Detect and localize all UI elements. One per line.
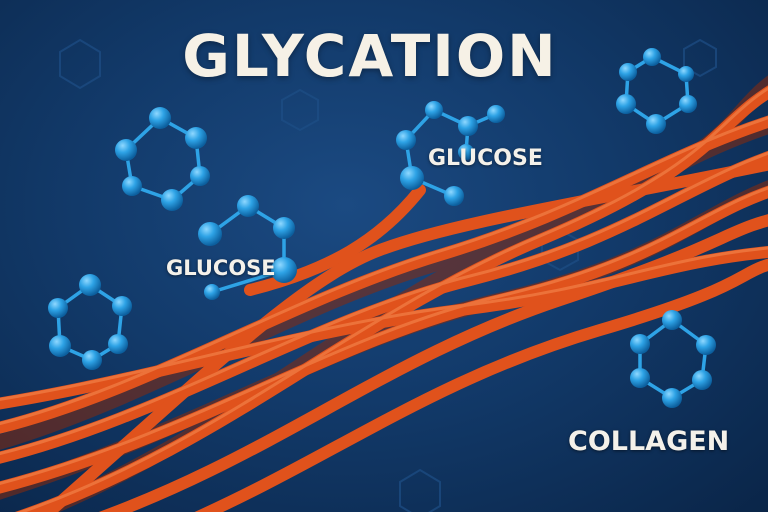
glucose-label-right: GLUCOSE bbox=[428, 146, 543, 171]
fiber-strand bbox=[194, 258, 768, 512]
atom bbox=[161, 189, 183, 211]
fiber-strand bbox=[98, 214, 768, 512]
atom bbox=[487, 105, 505, 123]
atom bbox=[82, 350, 102, 370]
fiber-strand bbox=[14, 85, 768, 512]
atom bbox=[273, 217, 295, 239]
atom bbox=[662, 388, 682, 408]
atom bbox=[643, 48, 661, 66]
atom bbox=[662, 310, 682, 330]
glucose-label-left: GLUCOSE bbox=[166, 256, 276, 280]
atom bbox=[79, 274, 101, 296]
atom bbox=[425, 101, 443, 119]
atom bbox=[630, 368, 650, 388]
page-title: GLYCATION bbox=[182, 22, 558, 90]
atom bbox=[458, 116, 478, 136]
atom bbox=[396, 130, 416, 150]
atom bbox=[458, 144, 474, 160]
atom bbox=[190, 166, 210, 186]
atom bbox=[679, 95, 697, 113]
atom bbox=[271, 257, 297, 283]
atom bbox=[616, 94, 636, 114]
atom bbox=[646, 114, 666, 134]
atom bbox=[149, 107, 171, 129]
atom bbox=[400, 166, 424, 190]
atom bbox=[444, 186, 464, 206]
atom bbox=[48, 298, 68, 318]
atom bbox=[204, 284, 220, 300]
collagen-label: COLLAGEN bbox=[568, 426, 730, 457]
atom bbox=[619, 63, 637, 81]
atom bbox=[198, 222, 222, 246]
atom bbox=[692, 370, 712, 390]
atom bbox=[112, 296, 132, 316]
fiber-strand bbox=[0, 115, 768, 434]
atom bbox=[630, 334, 650, 354]
atom bbox=[115, 139, 137, 161]
collagen-fibers bbox=[0, 75, 768, 512]
molecule-atoms bbox=[48, 48, 716, 408]
fiber-strand bbox=[244, 184, 426, 296]
atom bbox=[237, 195, 259, 217]
atom bbox=[49, 335, 71, 357]
atom bbox=[122, 176, 142, 196]
fiber-strand bbox=[40, 158, 768, 512]
atom bbox=[678, 66, 694, 82]
fiber-highlights bbox=[0, 86, 768, 512]
atom bbox=[108, 334, 128, 354]
atom bbox=[696, 335, 716, 355]
atom bbox=[185, 127, 207, 149]
